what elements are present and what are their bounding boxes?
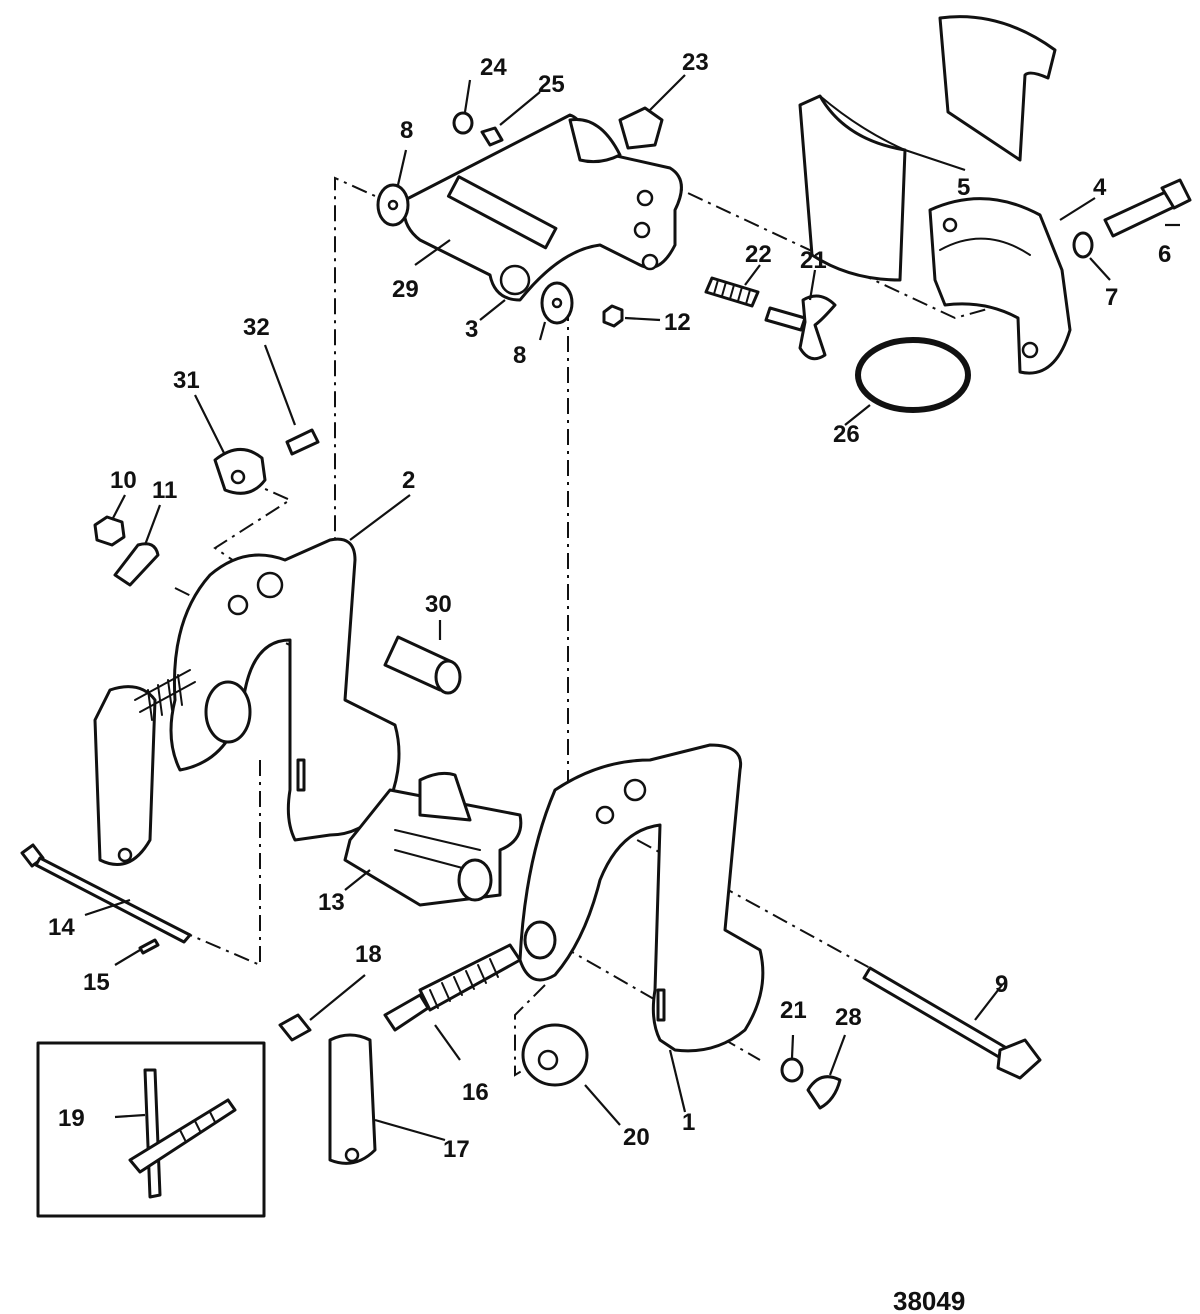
pin-part-30 (383, 635, 462, 695)
knob-part-31 (213, 448, 267, 495)
bushing-halves-part-5 (798, 15, 1057, 282)
callout-31: 31 (173, 367, 200, 394)
figure-number: 38049 (893, 1286, 965, 1314)
callout-14: 14 (48, 914, 75, 941)
callout-10: 10 (110, 467, 137, 494)
callout-4: 4 (1093, 174, 1107, 201)
callout-12: 12 (664, 309, 691, 336)
callout-7: 7 (1105, 284, 1118, 311)
callout-26: 26 (833, 421, 860, 448)
callout-11: 11 (152, 477, 177, 504)
callout-20: 20 (623, 1124, 650, 1151)
callout-9: 9 (995, 971, 1008, 998)
pin-part-18 (278, 1013, 312, 1042)
clamp-bracket-part-1 (518, 743, 765, 1053)
callout-8-upper: 8 (400, 117, 413, 144)
pin-part-32 (285, 428, 320, 456)
wing-nut-part-28 (806, 1075, 842, 1110)
callout-2: 2 (402, 467, 415, 494)
bolt-part-9 (862, 966, 1042, 1080)
bolt-part-6 (1103, 178, 1192, 238)
swivel-part-13 (343, 771, 523, 907)
clamp-bracket-part-2 (169, 537, 401, 842)
callout-5: 5 (957, 174, 970, 201)
washer-part-21 (780, 1057, 804, 1083)
washer-part-7 (1072, 231, 1094, 259)
callout-3: 3 (465, 316, 478, 343)
callout-18: 18 (355, 941, 382, 968)
callout-17: 17 (443, 1136, 470, 1163)
callout-24: 24 (480, 54, 507, 81)
tee-handle-part-19 (128, 1068, 237, 1199)
callout-22: 22 (745, 241, 772, 268)
callout-21-upper: 21 (800, 247, 827, 274)
leader-lines (84, 74, 1180, 1142)
callout-29: 29 (392, 276, 419, 303)
pad-part-20 (521, 1023, 589, 1087)
block-part-23 (618, 106, 664, 150)
pin-part-24 (452, 111, 474, 135)
callout-19: 19 (58, 1105, 85, 1132)
callout-28: 28 (835, 1004, 862, 1031)
o-ring-part-26 (855, 337, 971, 413)
bolt-part-14 (20, 843, 192, 944)
callout-8-lower: 8 (513, 342, 526, 369)
decal-part-29 (446, 175, 558, 250)
cotter-pin-part-15 (138, 938, 160, 955)
handle-part-17 (328, 1033, 377, 1165)
callout-25: 25 (538, 71, 565, 98)
callout-labels: 24 25 23 8 5 4 6 7 22 21 29 3 8 12 26 32… (48, 49, 1171, 1314)
clamp-handle-left (93, 669, 196, 866)
nut-part-10 (93, 515, 126, 547)
swivel-bracket-part-3 (402, 113, 683, 302)
nut-part-12 (602, 304, 624, 328)
spring-part-22 (704, 276, 760, 308)
callout-21-lower: 21 (780, 997, 807, 1024)
screw-part-25 (480, 126, 504, 147)
callout-23: 23 (682, 49, 709, 76)
callout-32: 32 (243, 314, 270, 341)
callout-15: 15 (83, 969, 110, 996)
callout-1: 1 (682, 1109, 695, 1136)
screw-part-16 (383, 943, 522, 1032)
callout-13: 13 (318, 889, 345, 916)
callout-6: 6 (1158, 241, 1171, 268)
callout-16: 16 (462, 1079, 489, 1106)
lockwasher-part-11 (113, 542, 160, 587)
thumb-screw-part-21 (764, 294, 837, 361)
callout-30: 30 (425, 591, 452, 618)
clamp-cap-part-4 (928, 197, 1072, 375)
